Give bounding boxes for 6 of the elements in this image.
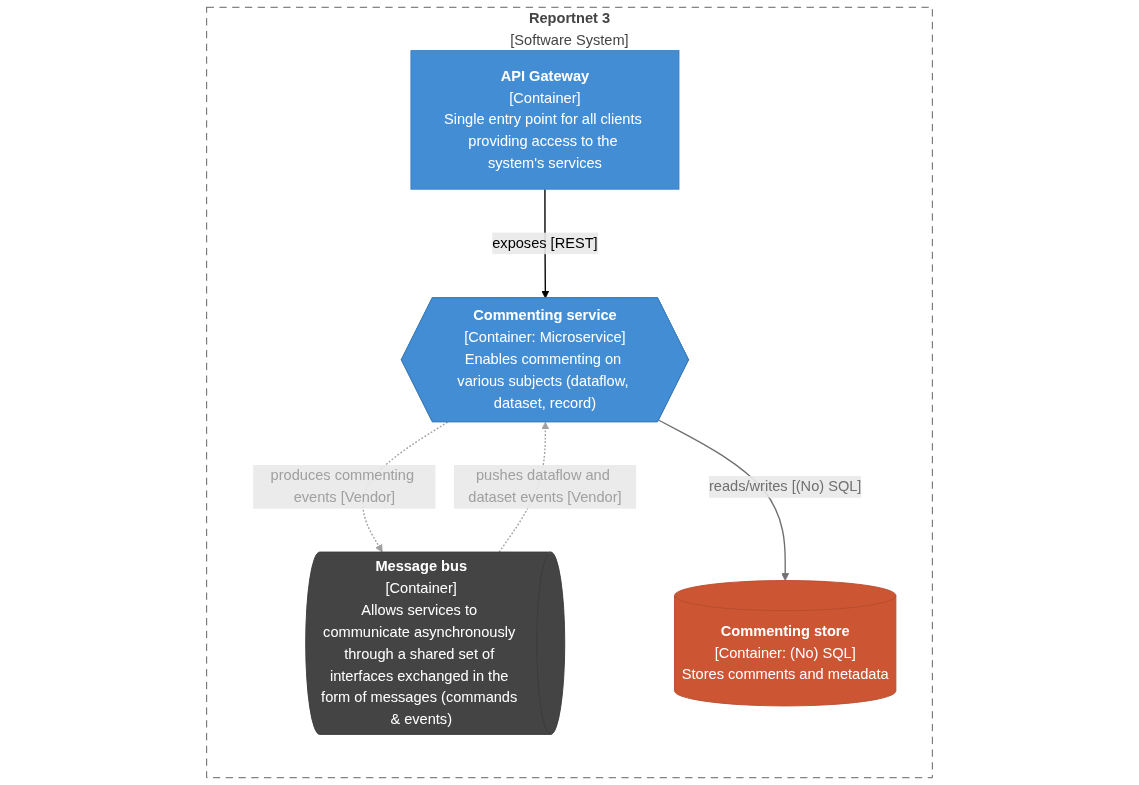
node-text: Message bus [Container] Allows services to communicate asynchronously through a shared set of interfaces exchanged in the form of messages (commands & events) [321,558,518,728]
edge-label: reads/writes [(No) SQL] [709,478,862,495]
edge-label: pushes dataflow and dataset events [Vendor] [468,467,622,506]
edge-label: exposes [REST] [492,235,598,251]
node-box: API Gateway [Container] Single entry point for all clients providing access to the system's services [410,50,680,190]
edge-label: produces commenting events [Vendor] [270,467,415,506]
